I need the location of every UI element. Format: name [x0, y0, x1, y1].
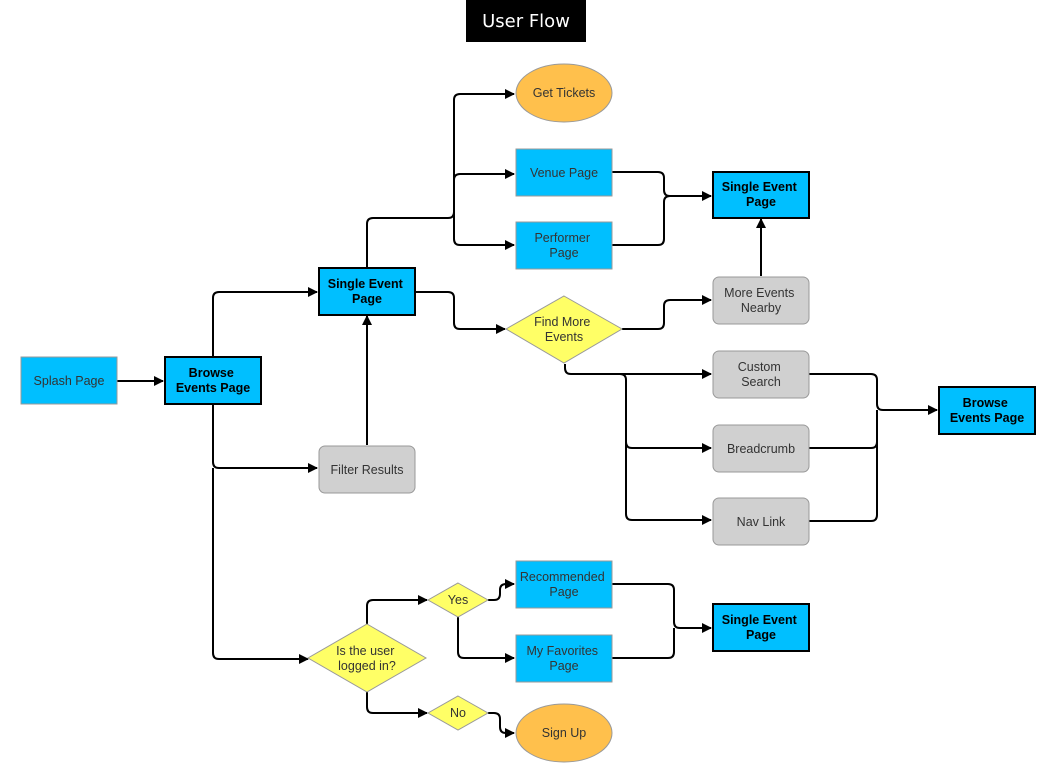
node-performer-page-label: Performer Page: [534, 231, 593, 260]
connectors: [117, 89, 938, 738]
nodes: Splash Page Browse Events Page Single Ev…: [20, 63, 1036, 763]
node-custom-search-label: Custom Search: [738, 360, 785, 389]
node-filter-results-label: Filter Results: [331, 463, 404, 477]
node-nav-link: Nav Link: [712, 497, 810, 546]
node-browse-events-page-label: Browse Events Page: [176, 366, 250, 395]
node-my-favorites-page: My Favorites Page: [515, 634, 613, 683]
node-single-event-page: Single Event Page: [318, 267, 416, 316]
edge-custom-to-browse-right: [809, 373, 938, 415]
node-is-user-logged-in: Is the user logged in?: [306, 623, 428, 693]
node-my-favorites-page-label: My Favorites Page: [526, 644, 601, 673]
edge-yes-to-recommended: [488, 579, 515, 601]
edge-browse-to-filter: [212, 404, 318, 473]
edge-performer-to-merge: [611, 195, 671, 246]
node-single-event-page-right-label: Single Event Page: [722, 180, 801, 209]
node-browse-events-page-right: Browse Events Page: [938, 386, 1036, 435]
edge-favorites-to-merge: [611, 628, 675, 659]
node-get-tickets-label: Get Tickets: [533, 86, 596, 100]
edge-breadcrumb-to-merge: [809, 410, 878, 449]
node-find-more-events-label: Find More Events: [534, 315, 594, 344]
node-more-events-nearby-label: More Events Nearby: [724, 286, 798, 315]
diagram-title: User Flow: [466, 0, 586, 42]
edge-browse-to-single-event: [212, 287, 318, 356]
edge-to-venue: [453, 169, 515, 181]
node-single-event-page-label: Single Event Page: [328, 277, 407, 306]
edge-logged-in-to-no: [366, 692, 428, 718]
node-yes-label: Yes: [448, 593, 468, 607]
edge-single-event-up: [366, 89, 515, 268]
edge-to-performer: [453, 212, 515, 250]
node-single-event-page-bottom: Single Event Page: [712, 603, 810, 652]
node-browse-events-page-right-label: Browse Events Page: [950, 396, 1024, 425]
edge-nav-to-merge: [809, 440, 878, 522]
node-venue-page-label: Venue Page: [530, 166, 598, 180]
edge-no-to-sign-up: [488, 712, 515, 738]
node-venue-page: Venue Page: [515, 148, 613, 197]
node-recommended-page-label: Recommended Page: [520, 570, 608, 599]
node-no: No: [426, 695, 490, 731]
node-yes: Yes: [426, 582, 490, 618]
node-filter-results: Filter Results: [318, 445, 416, 494]
edge-logged-in-to-yes: [366, 595, 428, 624]
edge-yes-to-favorites: [457, 616, 515, 663]
node-breadcrumb: Breadcrumb: [712, 424, 810, 473]
node-splash-page: Splash Page: [20, 356, 118, 405]
node-breadcrumb-label: Breadcrumb: [727, 442, 795, 456]
node-sign-up-label: Sign Up: [542, 726, 587, 740]
node-sign-up: Sign Up: [515, 703, 613, 763]
edge-find-more-to-nearby: [622, 295, 712, 330]
node-nav-link-label: Nav Link: [737, 515, 786, 529]
edge-find-more-down: [564, 364, 712, 525]
edge-to-breadcrumb: [625, 441, 712, 453]
edge-browse-to-logged-in: [212, 468, 309, 664]
node-more-events-nearby: More Events Nearby: [712, 276, 810, 325]
node-is-user-logged-in-label: Is the user logged in?: [336, 644, 398, 673]
node-single-event-page-bottom-label: Single Event Page: [722, 613, 801, 642]
node-recommended-page: Recommended Page: [515, 560, 613, 609]
node-get-tickets: Get Tickets: [515, 63, 613, 123]
node-custom-search: Custom Search: [712, 350, 810, 399]
node-no-label: No: [450, 706, 466, 720]
node-performer-page: Performer Page: [515, 221, 613, 270]
node-single-event-page-right: Single Event Page: [712, 171, 810, 219]
node-find-more-events: Find More Events: [505, 295, 623, 364]
node-browse-events-page: Browse Events Page: [164, 356, 262, 405]
node-splash-page-label: Splash Page: [34, 374, 105, 388]
edge-single-event-to-find-more: [416, 291, 506, 334]
edge-recommended-to-single-event-bottom: [611, 583, 712, 633]
edge-venue-to-single-event-right: [611, 171, 712, 201]
